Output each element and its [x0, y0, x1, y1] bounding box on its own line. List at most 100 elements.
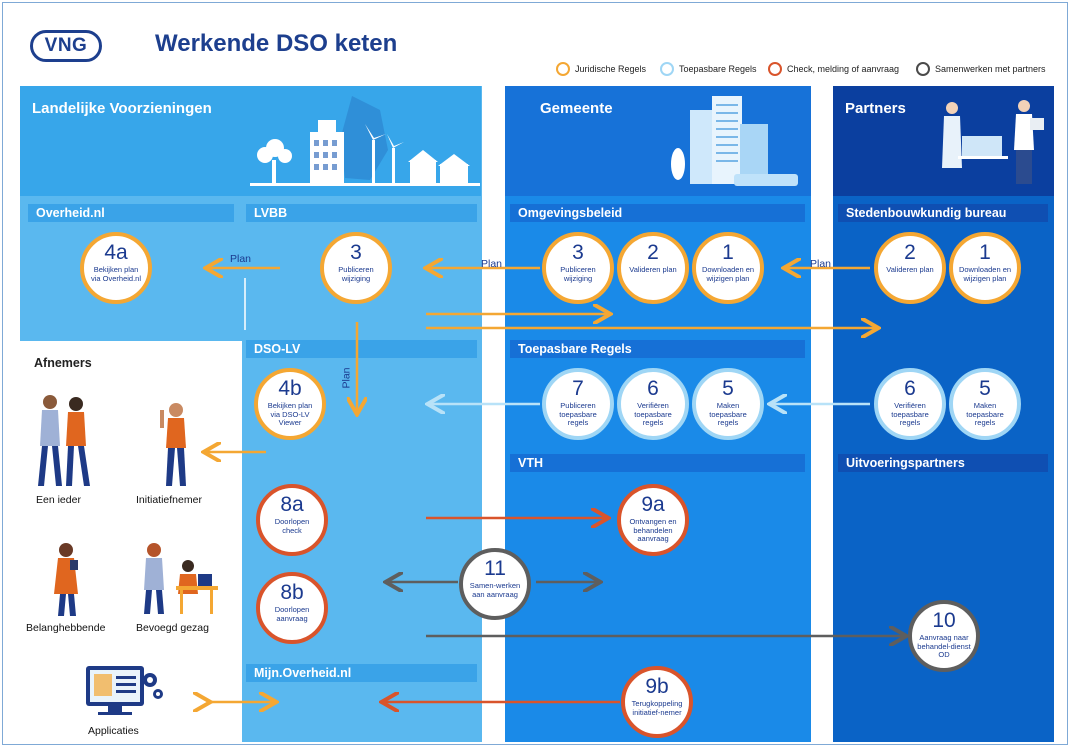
page-title: Werkende DSO keten	[155, 30, 398, 57]
legend-samenwerken: Samenwerken met partners	[916, 61, 1046, 77]
step-label: Samen-werken aan aanvraag	[469, 581, 521, 599]
vng-logo: VNG	[30, 30, 102, 62]
bar-overheid: Overheid.nl	[28, 204, 234, 222]
step-number: 7	[572, 377, 584, 400]
label-applicaties: Applicaties	[88, 725, 139, 737]
step-number: 6	[904, 377, 916, 400]
city-illustration-icon	[250, 96, 480, 186]
bevoegd-gezag-people-icon	[144, 543, 218, 614]
step-label: Verifiëren toepasbare regels	[634, 401, 672, 427]
step-number: 6	[647, 377, 659, 400]
plan-label: Plan	[481, 258, 503, 270]
step-label: Verifiëren toepasbare regels	[891, 401, 929, 427]
initiatiefnemer-person-icon	[160, 403, 186, 486]
label-belanghebbende: Belanghebbende	[26, 622, 106, 634]
label-initiatiefnemer: Initiatiefnemer	[136, 494, 202, 506]
step-label: Doorlopen aanvraag	[274, 605, 310, 623]
step-label: Publiceren wijziging	[338, 265, 374, 283]
step-number: 10	[932, 609, 956, 632]
legend-label: Toepasbare Regels	[679, 64, 757, 74]
label-bevoegd-gezag: Bevoegd gezag	[136, 622, 209, 634]
legend-juridische: Juridische Regels	[556, 61, 646, 77]
landelijk-title: Landelijke Voorzieningen	[32, 100, 212, 117]
bar-mijnoverheid: Mijn.Overheid.nl	[246, 664, 477, 682]
step-number: 2	[647, 241, 659, 264]
step-label: Bekijken plan via DSO-LV Viewer	[267, 401, 313, 427]
legend-toepasbare: Toepasbare Regels	[660, 61, 757, 77]
belanghebbende-person-icon	[54, 543, 78, 616]
step-label: Ontvangen en behandelen aanvraag	[629, 517, 677, 543]
legend-label: Samenwerken met partners	[935, 64, 1046, 74]
afnemers-title: Afnemers	[34, 356, 92, 370]
legend-check: Check, melding of aanvraag	[768, 61, 899, 77]
step-label: Valideren plan	[886, 265, 934, 274]
landelijk-header-bg	[20, 86, 481, 196]
step-label: Aanvraag naar behandel-dienst OD	[917, 633, 971, 659]
step-number: 5	[722, 377, 734, 400]
bar-toepasbare: Toepasbare Regels	[510, 340, 805, 358]
bar-uitvoering: Uitvoeringspartners	[838, 454, 1048, 472]
step-number: 1	[979, 241, 991, 264]
step-number: 8b	[280, 581, 304, 604]
bar-stedenbouw: Stedenbouwkundig bureau	[838, 204, 1048, 222]
gemeente-title: Gemeente	[540, 100, 613, 117]
partners-people-icon	[942, 100, 1044, 184]
label-een-ieder: Een ieder	[36, 494, 81, 506]
step-number: 3	[350, 241, 362, 264]
step-label: Terugkoppeling initiatief-nemer	[631, 699, 683, 717]
step-label: Downloaden en wijzigen plan	[958, 265, 1012, 283]
plan-label: Plan	[230, 253, 252, 265]
step-number: 2	[904, 241, 916, 264]
gemeente-buildings-icon	[671, 96, 798, 186]
step-label: Publiceren wijziging	[560, 265, 596, 283]
step-label: Maken toepasbare regels	[966, 401, 1004, 427]
step-number: 4a	[104, 241, 128, 264]
step-number: 11	[484, 557, 506, 580]
step-label: Doorlopen check	[274, 517, 310, 535]
legend-dot-icon	[768, 62, 782, 76]
plan-label: Plan	[810, 258, 832, 270]
legend-label: Check, melding of aanvraag	[787, 64, 900, 74]
step-label: Maken toepasbare regels	[709, 401, 747, 427]
partners-title: Partners	[845, 100, 906, 117]
step-number: 1	[722, 241, 734, 264]
step-number: 8a	[280, 493, 304, 516]
legend-dot-icon	[660, 62, 674, 76]
step-number: 9b	[645, 675, 669, 698]
legend-label: Juridische Regels	[575, 64, 647, 74]
step-number: 5	[979, 377, 991, 400]
bar-dsolv: DSO-LV	[246, 340, 477, 358]
een-ieder-people-icon	[38, 395, 90, 486]
legend-dot-icon	[916, 62, 930, 76]
bar-vth: VTH	[510, 454, 805, 472]
step-label: Publiceren toepasbare regels	[559, 401, 597, 427]
step-number: 4b	[278, 377, 302, 400]
step-label: Downloaden en wijzigen plan	[701, 265, 755, 283]
step-label: Bekijken plan via Overheid.nl	[90, 265, 142, 283]
legend-dot-icon	[556, 62, 570, 76]
bar-omgevingsbeleid: Omgevingsbeleid	[510, 204, 805, 222]
bar-lvbb: LVBB	[246, 204, 477, 222]
